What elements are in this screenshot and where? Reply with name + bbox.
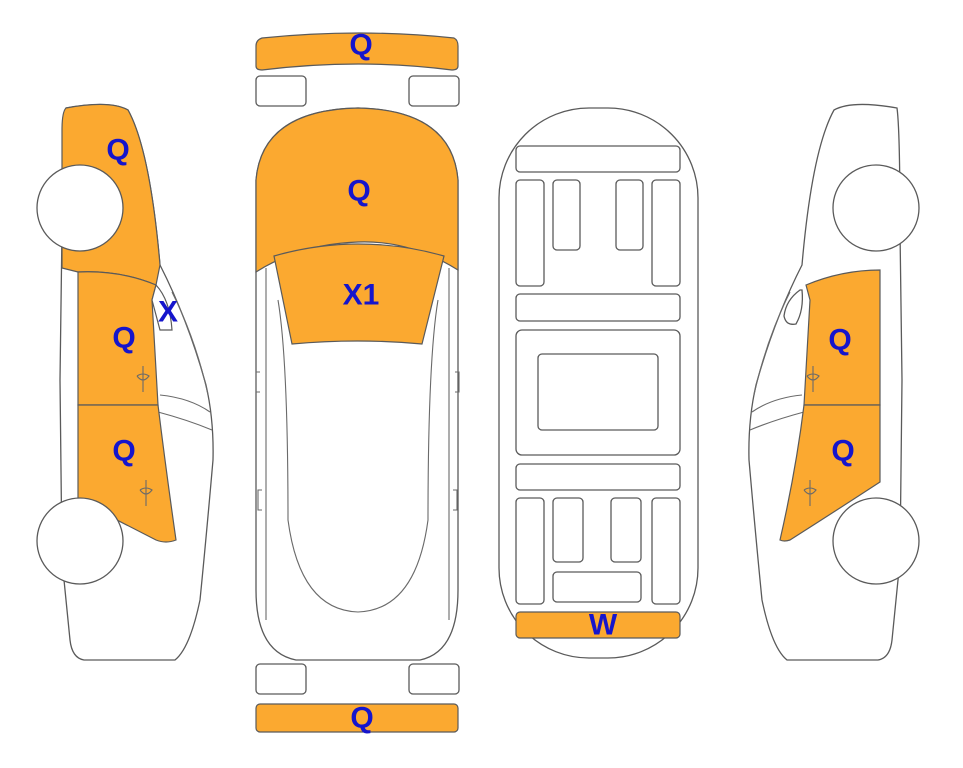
underbody-rear-left-inner — [552, 497, 584, 563]
left-rear-door-handle-icon — [139, 480, 153, 506]
underbody-rear-bar — [552, 571, 642, 603]
top-view-mirror-left — [255, 371, 260, 393]
right-rear-door-code: Q — [831, 435, 854, 468]
left-front-fender-code: Q — [106, 134, 129, 167]
left-front-door-code: Q — [112, 322, 135, 355]
underbody-rear-right-inner — [610, 497, 642, 563]
underbody-mid-rear-bar — [515, 463, 681, 491]
right-front-door-handle-icon — [806, 366, 820, 392]
right-side-rear-window — [753, 291, 791, 396]
right-taillight — [408, 663, 460, 695]
underbody-front-left-inner — [552, 179, 581, 251]
left-headlight — [255, 75, 307, 107]
right-side-view: Q Q — [748, 103, 920, 661]
front-bumper-code: Q — [349, 29, 372, 62]
right-rear-door-handle-icon — [803, 480, 817, 506]
right-front-wheel — [832, 164, 920, 252]
underbody-front-bar — [515, 145, 681, 173]
left-front-wheel — [36, 164, 124, 252]
top-view-pillar-left — [257, 489, 262, 511]
left-side-rear-window — [171, 291, 209, 396]
underbody-mid-front-bar — [515, 293, 681, 322]
left-a-pillar-code: X — [158, 296, 178, 329]
right-side-window-line — [749, 394, 805, 431]
rear-trim-code: W — [589, 609, 618, 642]
left-a-pillar-panel — [151, 283, 173, 331]
right-headlight — [408, 75, 460, 107]
underbody-view: W — [498, 107, 699, 659]
top-view-pillar-right — [453, 489, 458, 511]
left-side-window-line — [157, 394, 213, 431]
rear-bumper-panel — [255, 703, 459, 733]
underbody-front-right-block — [651, 179, 681, 287]
left-rear-wheel — [36, 497, 124, 585]
top-view: Q Q X1 Q — [255, 29, 460, 735]
left-front-door-handle-icon — [136, 366, 150, 392]
hood-code: Q — [347, 175, 370, 208]
rear-bumper-code: Q — [350, 702, 373, 735]
left-side-view: Q X Q Q — [36, 103, 214, 661]
underbody-center-block — [537, 353, 659, 431]
left-taillight — [255, 663, 307, 695]
underbody-rear-left-block — [515, 497, 545, 605]
top-view-inner-lines — [265, 268, 450, 620]
left-rear-door-code: Q — [112, 435, 135, 468]
rear-trim-panel — [515, 611, 681, 639]
right-rear-wheel — [832, 497, 920, 585]
right-side-mirror — [783, 289, 804, 325]
front-bumper-panel — [255, 32, 459, 71]
left-front-door-panel — [77, 271, 159, 406]
top-view-mirror-right — [455, 371, 460, 393]
right-front-door-code: Q — [828, 324, 851, 357]
underbody-front-left-block — [515, 179, 545, 287]
windshield-code: X1 — [343, 279, 380, 312]
right-rear-door-panel — [779, 404, 881, 542]
underbody-rear-right-block — [651, 497, 681, 605]
underbody-front-right-inner — [615, 179, 644, 251]
windshield-panel — [273, 243, 445, 345]
